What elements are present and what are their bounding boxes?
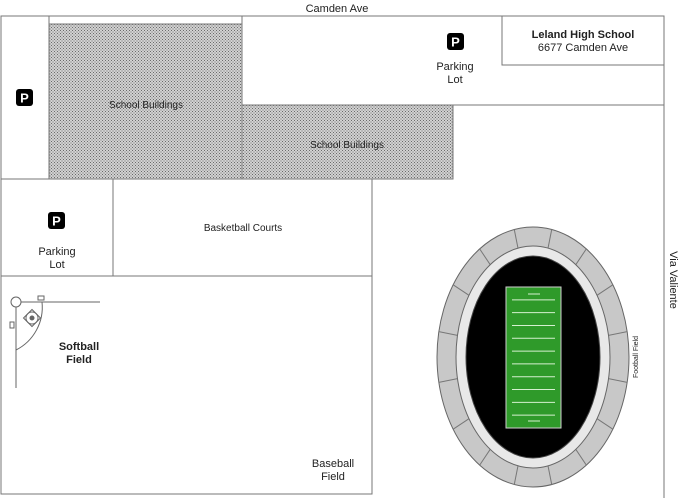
- stand-divider: [596, 284, 614, 296]
- stand-divider: [452, 284, 470, 296]
- school-buildings-east: [241, 104, 454, 180]
- school-buildings-west-label: School Buildings: [109, 100, 183, 111]
- svg-text:P: P: [20, 91, 29, 106]
- parking-lot-central-label-1: Parking: [38, 246, 75, 258]
- parking-lot-central-label-2: Lot: [49, 259, 64, 271]
- street-label-via-valiente: Via Valiente: [667, 251, 679, 309]
- stand-divider: [575, 248, 587, 265]
- stand-divider: [547, 229, 553, 249]
- parking-icon: P: [16, 89, 33, 106]
- parking-lot-north-label-1: Parking: [436, 61, 473, 73]
- softball-diamond-icon: [9, 295, 100, 388]
- stand-divider: [608, 378, 628, 383]
- football-stadium: [436, 226, 630, 488]
- baseball-field-label-1: Baseball: [312, 458, 354, 470]
- baseball-field-label-2: Field: [321, 471, 345, 483]
- football-field-label: Football Field: [633, 336, 640, 378]
- school-address: 6677 Camden Ave: [538, 42, 628, 54]
- svg-text:P: P: [451, 35, 460, 50]
- basketball-courts-label: Basketball Courts: [204, 223, 282, 234]
- softball-field-label-1: Softball: [59, 341, 99, 353]
- stand-divider: [513, 229, 519, 249]
- stand-divider: [438, 378, 458, 383]
- stand-divider: [479, 449, 491, 466]
- football-field-turf: [505, 286, 562, 429]
- parking-icon: P: [447, 33, 464, 50]
- softball-field-label-2: Field: [66, 354, 92, 366]
- parking-icon: P: [48, 212, 65, 229]
- stand-divider: [479, 248, 491, 265]
- school-info-box: [501, 15, 665, 66]
- stand-divider: [438, 331, 458, 336]
- stand-divider: [575, 449, 587, 466]
- school-buildings-west: [48, 23, 243, 180]
- school-name: Leland High School: [532, 29, 635, 41]
- stand-divider: [452, 418, 470, 430]
- street-label-camden: Camden Ave: [306, 3, 369, 15]
- stand-divider: [513, 465, 519, 485]
- athletic-fields: [0, 275, 373, 495]
- basketball-courts: [112, 178, 373, 277]
- stand-divider: [608, 331, 628, 336]
- stand-divider: [596, 418, 614, 430]
- school-buildings-east-label: School Buildings: [310, 140, 384, 151]
- svg-text:P: P: [52, 214, 61, 229]
- stand-divider: [547, 465, 553, 485]
- parking-lot-north-label-2: Lot: [447, 74, 462, 86]
